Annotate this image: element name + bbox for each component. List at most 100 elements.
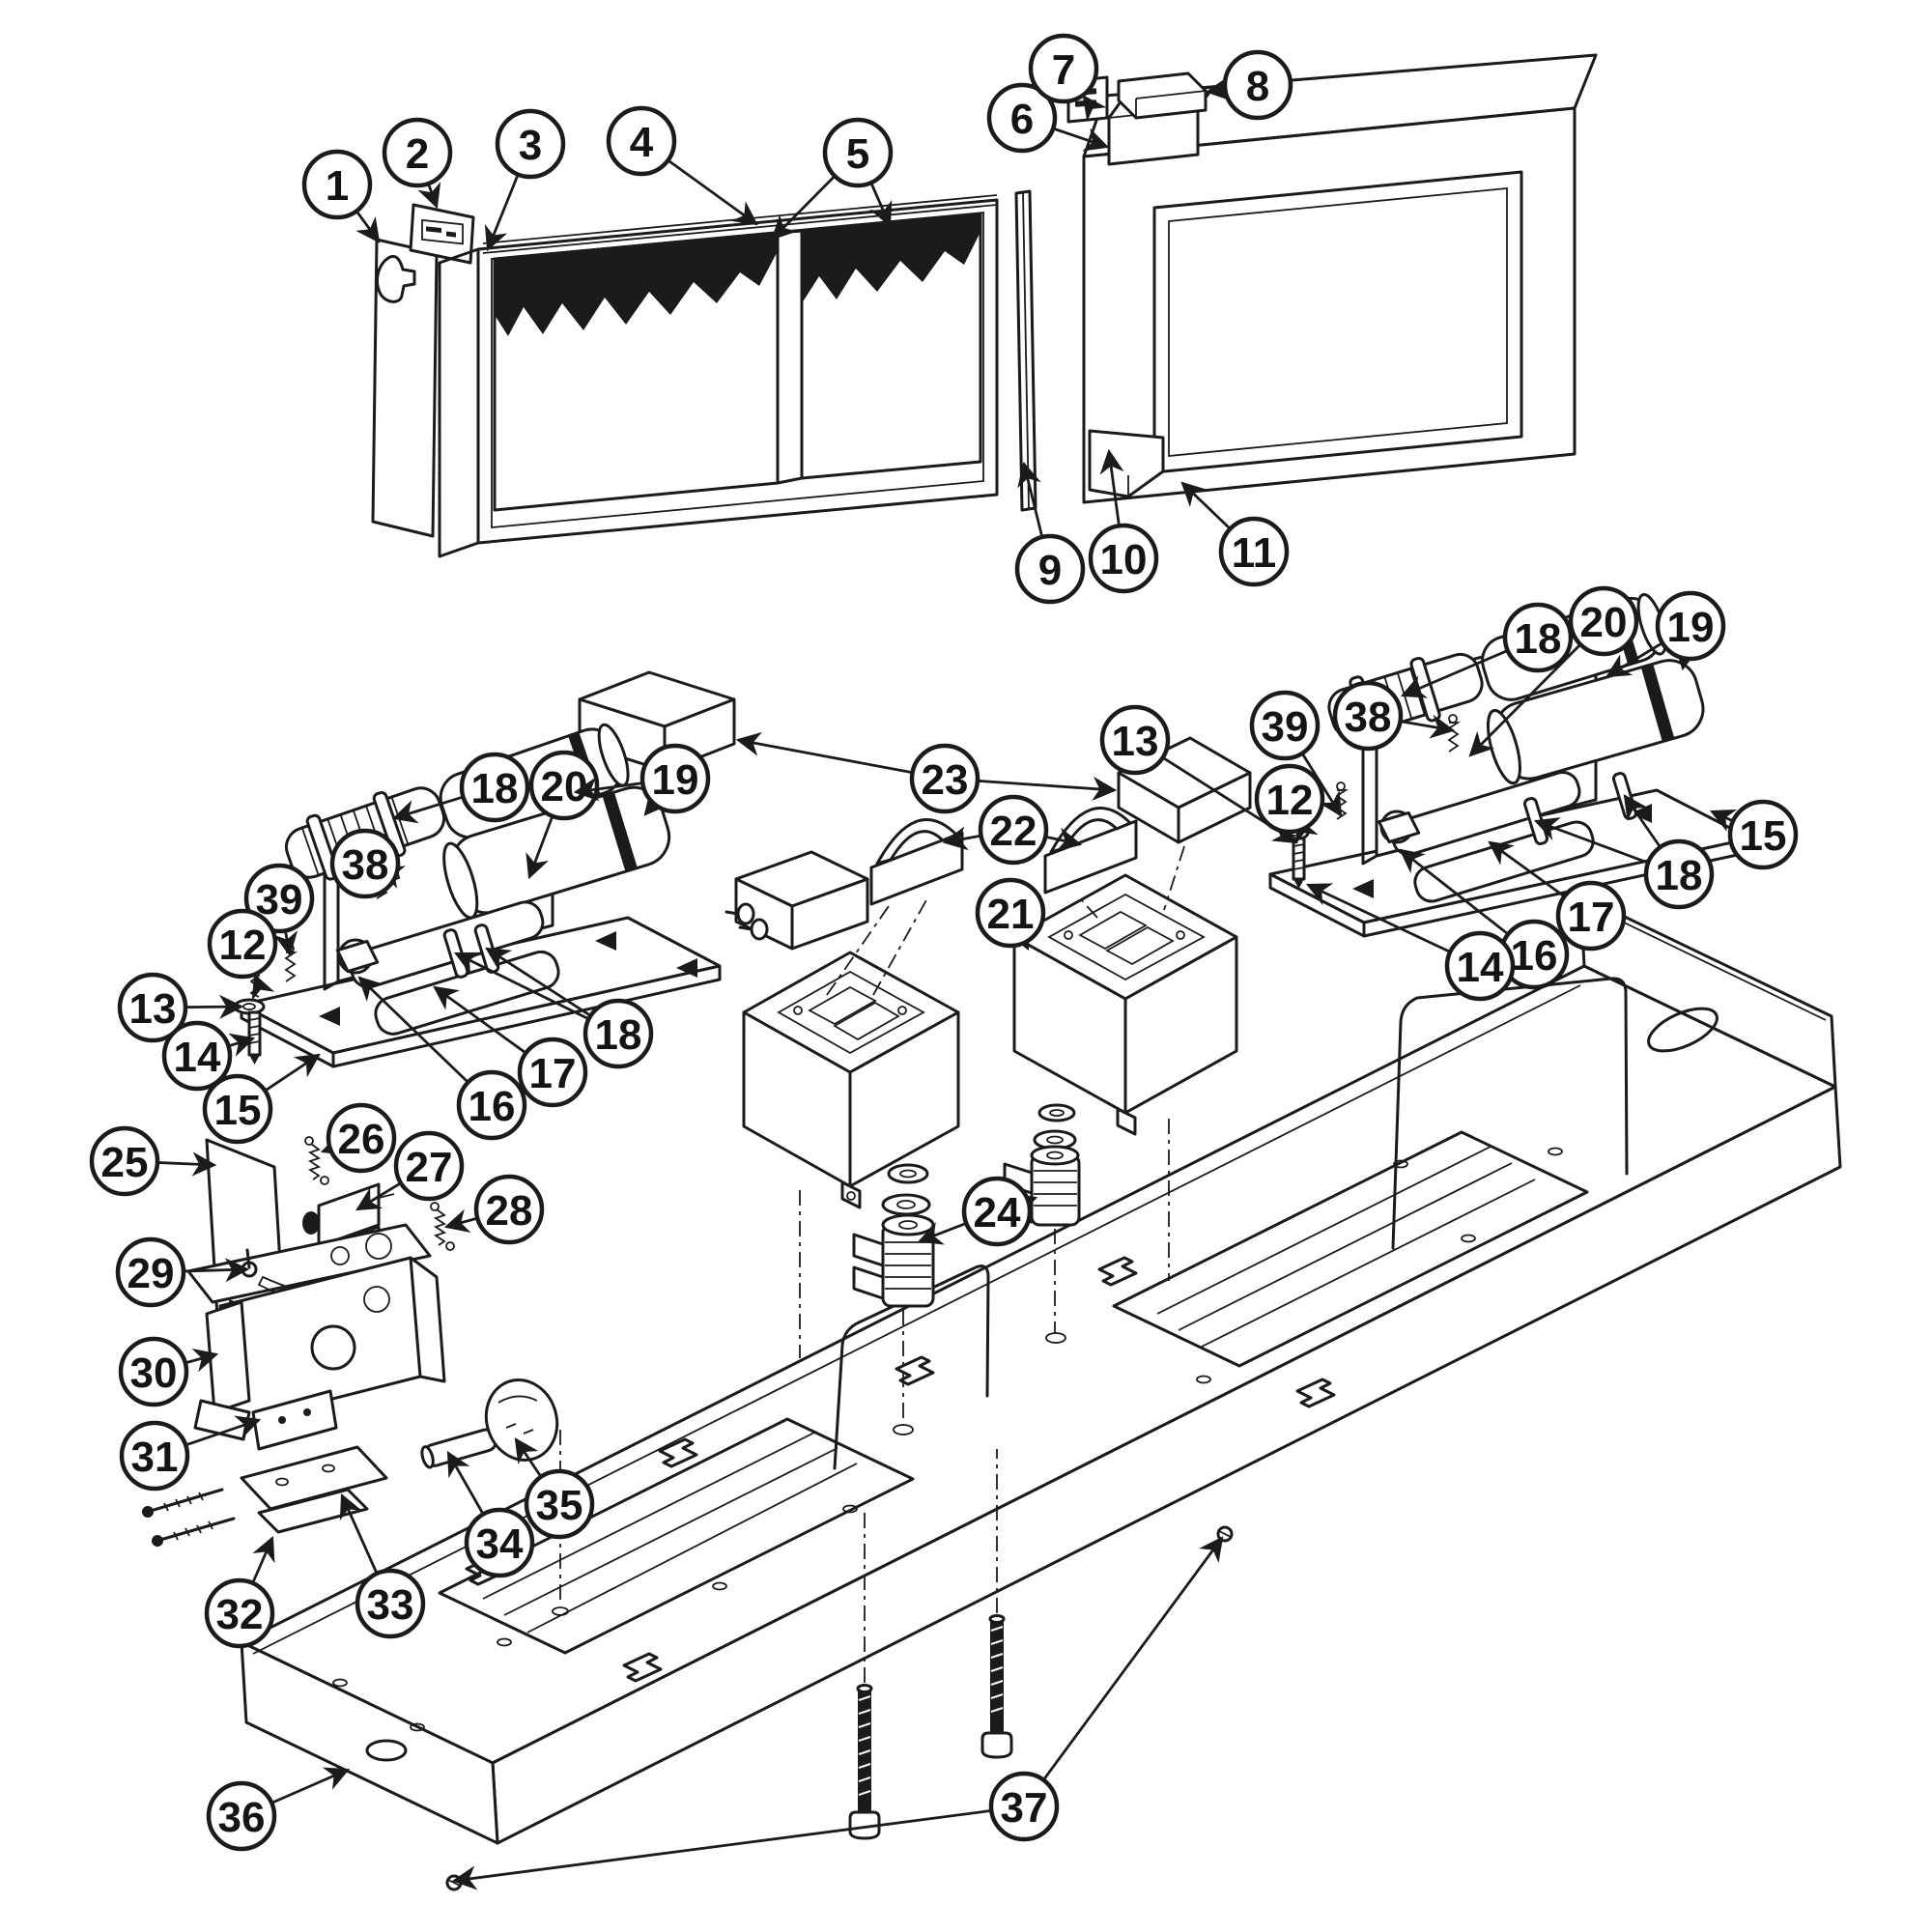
callout-25: 25 [89,1125,217,1197]
chassis-holes [332,1147,1563,1762]
callout-circle [909,743,980,814]
callout-circle [1727,799,1799,870]
leader-line [1402,714,1456,739]
leader-line [252,1535,275,1582]
callout-number: 10 [1100,536,1148,583]
callout-circle [524,1468,595,1540]
callout-circle [206,1780,277,1852]
leader-line [266,1053,321,1092]
leader-line [417,182,441,210]
callout-37: 37 [451,1536,1224,1890]
callout-39: 39 [1249,690,1343,817]
callout-circle [978,794,1049,866]
callout-number: 18 [1656,852,1703,899]
screws-32 [142,1488,236,1547]
callout-17: 17 [433,985,588,1108]
callout-circle [1444,930,1516,1002]
callout-circle [1655,590,1726,662]
callout-number: 38 [1345,694,1392,741]
side-panel [371,238,439,538]
callout-circle [986,82,1058,154]
leader-line [1305,883,1450,952]
callout-circle [639,743,711,814]
callout-number: 18 [471,765,519,812]
callout-number: 13 [1112,718,1159,765]
callout-39: 39 [243,863,315,957]
callout-circle [1249,690,1321,761]
leader-line [451,1809,990,1890]
leader-line [668,159,758,226]
callout-number: 38 [342,841,389,889]
leader-line [339,1492,378,1573]
callout-number: 12 [1266,777,1314,824]
leader-line [1046,827,1083,852]
callout-circle [975,877,1046,949]
leader-line [869,184,893,228]
callout-18: 18 [1533,794,1715,910]
callout-number: 37 [1001,1784,1048,1832]
mesh-screen-right [800,213,982,480]
callout-circle [202,1073,273,1145]
callout-16: 16 [357,976,527,1141]
leader-line [228,1033,256,1057]
callout-number: 23 [922,756,969,804]
callout-number: 14 [1457,944,1504,991]
grille-side-mesh [438,247,480,558]
callout-6: 6 [986,82,1110,154]
callout-circle [988,1771,1060,1842]
leader-line [1205,76,1232,101]
leader-line [1099,448,1124,525]
callout-number: 7 [1052,46,1075,94]
callout-number: 30 [130,1350,178,1397]
callout-number: 5 [846,130,869,178]
callout-circle [1332,680,1404,752]
callout-36: 36 [206,1767,351,1852]
callout-circle [464,1507,535,1578]
stud-group-left [233,963,266,1065]
leader-line [1605,642,1662,678]
grille-mullion [776,229,804,485]
transformer-right [1012,845,1238,1281]
callout-number: 15 [1740,812,1787,860]
chassis-pad-right [1112,1130,1589,1368]
callout-3: 3 [484,108,566,252]
angle-bracket [1088,429,1165,498]
leader-line [1399,848,1508,934]
leader-line [1010,1193,1038,1217]
callout-20: 20 [1468,585,1639,757]
callout-14: 14 [1305,883,1516,1002]
callout-11: 11 [1180,481,1290,587]
callout-19: 19 [1605,590,1726,678]
housing-opening [1152,170,1523,474]
leader-line [453,952,588,1020]
leader-line [1674,644,1699,671]
callout-38: 38 [1332,680,1456,752]
leader-line [1623,794,1661,847]
coil-left [869,818,964,906]
label-plate [409,203,475,265]
leader-line [320,1132,348,1156]
spacer-stack-left [852,1163,935,1426]
callout-28: 28 [443,1174,545,1245]
callout-number: 34 [476,1520,524,1568]
callout-number: 6 [1010,96,1034,143]
leader-line [186,1415,262,1446]
callout-number: 31 [131,1434,179,1481]
callout-circle [1555,880,1627,952]
callout-19: 19 [573,743,711,816]
callout-number: 32 [216,1591,264,1638]
callout-8: 8 [1205,49,1293,121]
callout-number: 9 [1038,547,1062,594]
callout-number: 17 [1568,894,1615,941]
handle-cutout [375,254,416,303]
leader-line [1488,840,1564,897]
callout-18: 18 [391,752,530,824]
callout-23: 23 [735,731,1118,814]
callout-circle [1099,704,1171,776]
leader-line [273,930,298,957]
callout-circle [459,752,530,823]
callout-circle [961,1176,1033,1247]
thumb-recess [1647,1007,1719,1053]
